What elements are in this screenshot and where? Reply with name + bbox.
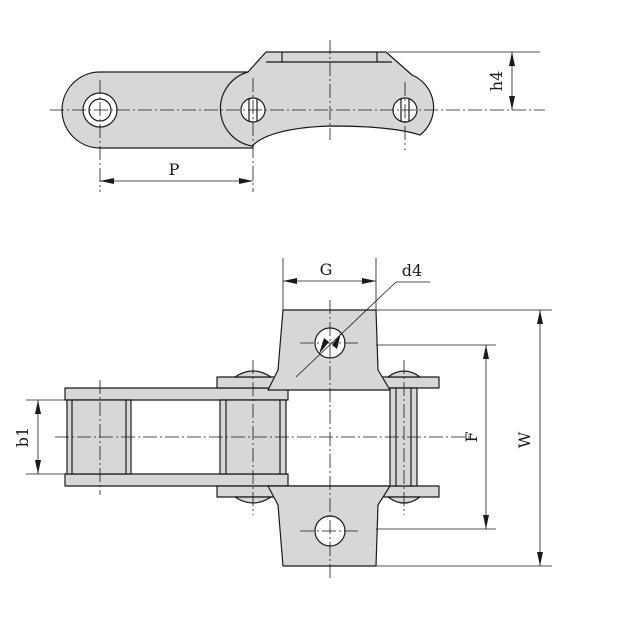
dimension-d4: d4 — [295, 261, 430, 378]
dimension-f: F — [376, 344, 496, 530]
dimension-p-label: P — [169, 160, 180, 179]
front-view: G d4 b1 F — [13, 258, 552, 580]
side-view: P h4 — [50, 40, 545, 192]
attachment-plate — [219, 51, 435, 147]
dimension-b1: b1 — [13, 399, 67, 475]
dimension-g-label: G — [320, 260, 333, 279]
dimension-f-label: F — [462, 431, 481, 442]
dimension-g: G — [282, 258, 377, 312]
link-plate — [61, 71, 254, 149]
dimension-p: P — [100, 160, 253, 184]
outer-plate-bottom — [64, 473, 289, 487]
dimension-h4: h4 — [388, 51, 540, 110]
dimension-b1-label: b1 — [13, 427, 32, 447]
dimension-w-label: W — [515, 431, 534, 448]
dimension-d4-label: d4 — [402, 261, 422, 280]
dimension-h4-label: h4 — [487, 71, 506, 91]
outer-plate-top — [64, 387, 289, 401]
dimension-w: W — [376, 309, 552, 567]
